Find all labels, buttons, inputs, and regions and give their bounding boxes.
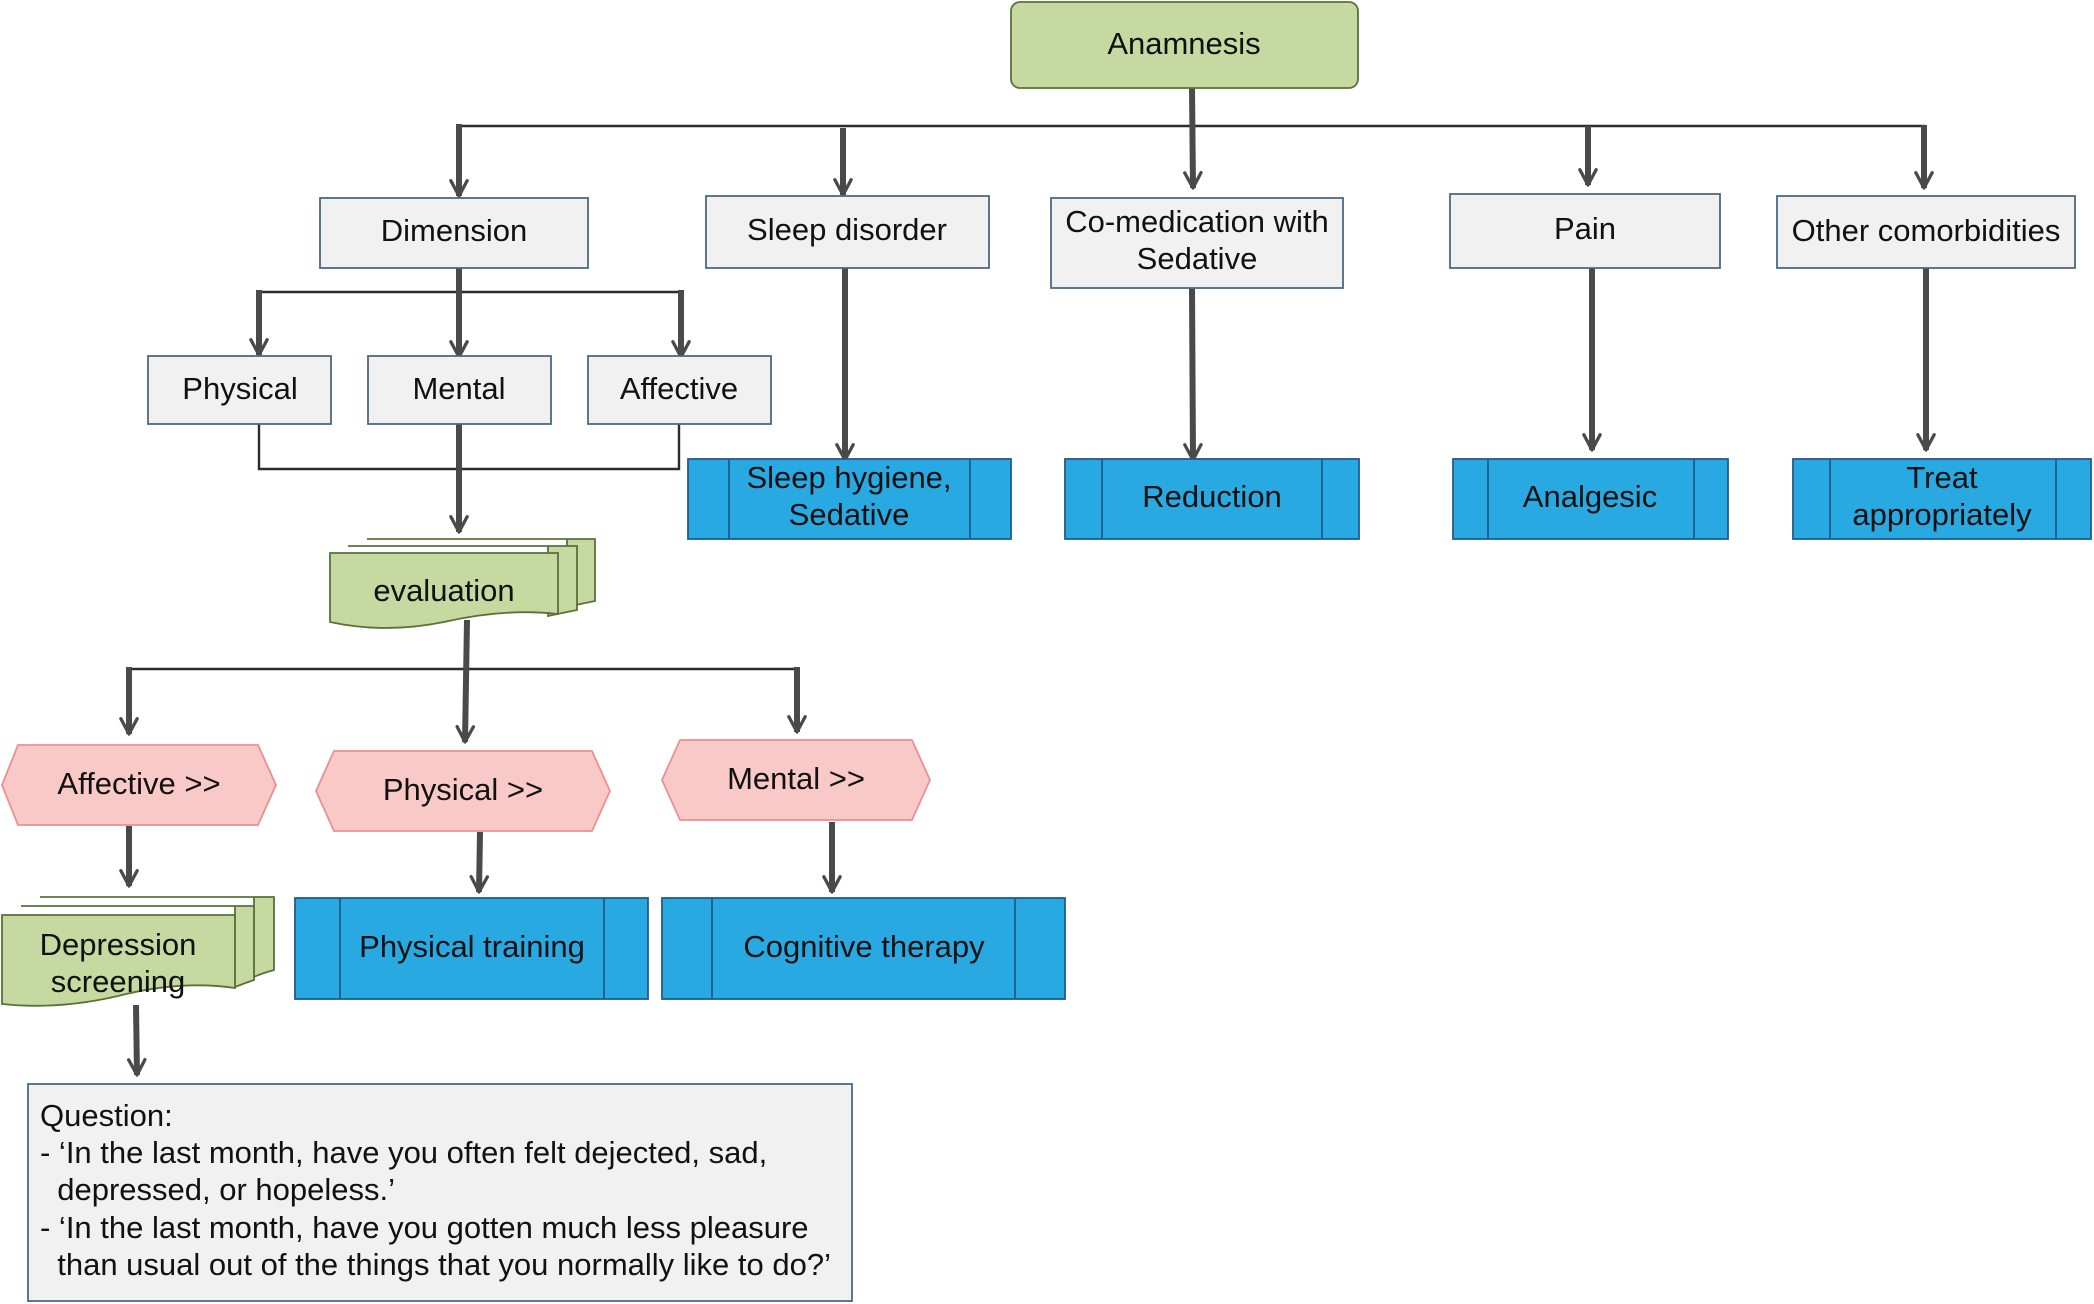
connector-dimension-merge [257, 424, 681, 471]
connectors [119, 87, 1936, 1077]
question-line-2: depressed, or hopeless.’ [40, 1172, 395, 1207]
physical-branch-label: Physical >> [383, 772, 543, 807]
pain-label: Pain [1554, 211, 1616, 246]
other-comorbidities-node: Other comorbidities [1776, 195, 2076, 269]
evaluation-node: evaluation [329, 538, 596, 629]
physical-dimension-label: Physical [182, 371, 297, 406]
question-heading: Question: [40, 1098, 173, 1133]
arrow-root-to-comedication [1183, 87, 1203, 190]
question-box: Question: - ‘In the last month, have you… [27, 1083, 853, 1302]
arrow-comedication-to-reduction [1183, 287, 1203, 462]
mental-branch-node: Mental >> [661, 739, 931, 821]
depression-screening-line1: Depression [40, 927, 197, 962]
physical-dimension-node: Physical [147, 355, 332, 425]
sleep-treatment-label-line2: Sedative [789, 497, 910, 532]
reduction-node: Reduction [1064, 458, 1360, 540]
question-line-4: than usual out of the things that you no… [40, 1247, 831, 1282]
cognitive-therapy-label: Cognitive therapy [743, 929, 985, 964]
pain-node: Pain [1449, 193, 1721, 269]
affective-dimension-node: Affective [587, 355, 772, 425]
affective-branch-label: Affective >> [57, 766, 220, 801]
dimension-node: Dimension [319, 197, 589, 269]
affective-dimension-label: Affective [620, 371, 738, 406]
question-line-3: - ‘In the last month, have you gotten mu… [40, 1210, 809, 1245]
depression-screening-line2: screening [51, 964, 185, 999]
mental-dimension-label: Mental [412, 371, 505, 406]
comedication-node: Co-medication with Sedative [1050, 197, 1344, 289]
cognitive-therapy-node: Cognitive therapy [661, 897, 1066, 1000]
sleep-disorder-node: Sleep disorder [705, 195, 990, 269]
anamnesis-node: Anamnesis [1010, 1, 1359, 89]
reduction-label: Reduction [1142, 479, 1282, 514]
mental-dimension-node: Mental [367, 355, 552, 425]
physical-branch-node: Physical >> [315, 750, 611, 832]
affective-branch-node: Affective >> [1, 744, 277, 826]
treat-appropriately-line1: Treat [1906, 460, 1978, 495]
physical-training-label: Physical training [359, 929, 585, 964]
question-line-1: - ‘In the last month, have you often fel… [40, 1135, 767, 1170]
other-comorbidities-label: Other comorbidities [1792, 213, 2061, 248]
treat-appropriately-node: Treat appropriately [1792, 458, 2092, 540]
analgesic-node: Analgesic [1452, 458, 1729, 540]
anamnesis-label: Anamnesis [1107, 26, 1260, 61]
analgesic-label: Analgesic [1523, 479, 1657, 514]
sleep-treatment-node: Sleep hygiene, Sedative [687, 458, 1012, 540]
mental-branch-label: Mental >> [727, 761, 865, 796]
treat-appropriately-line2: appropriately [1852, 497, 2032, 532]
comedication-label-line1: Co-medication with [1065, 204, 1329, 239]
dimension-label: Dimension [381, 213, 527, 248]
arrow-screening-to-question [126, 1004, 147, 1077]
depression-screening-node: Depression screening [1, 896, 275, 1007]
sleep-treatment-label-line1: Sleep hygiene, [746, 460, 951, 495]
arrow-evaluation-to-physical [455, 619, 476, 744]
comedication-label-line2: Sedative [1137, 241, 1258, 276]
arrow-physical-to-training [469, 831, 490, 894]
evaluation-label: evaluation [373, 573, 514, 608]
physical-training-node: Physical training [294, 897, 649, 1000]
sleep-disorder-label: Sleep disorder [747, 212, 947, 247]
